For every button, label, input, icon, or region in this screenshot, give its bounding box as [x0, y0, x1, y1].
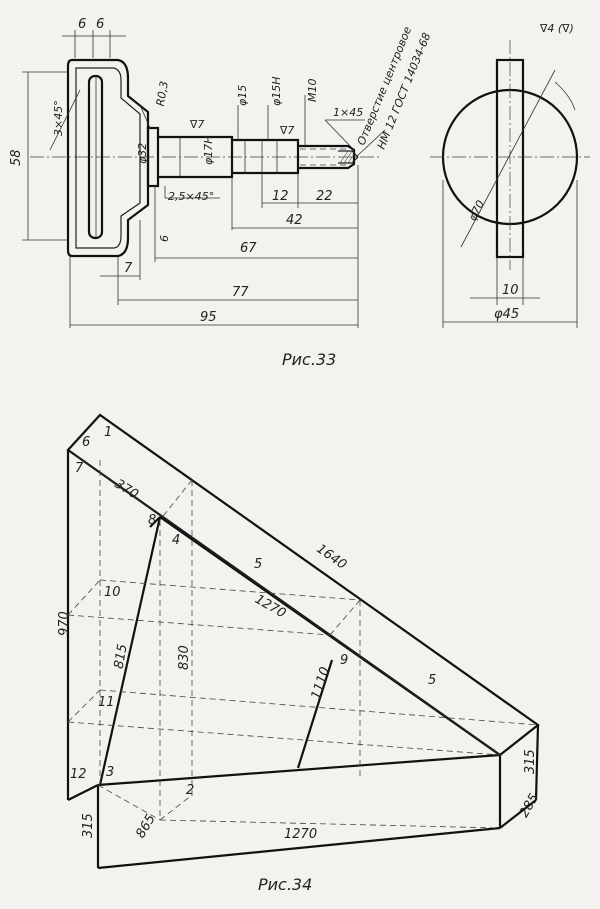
dim-phi17: φ17Н [202, 135, 215, 165]
dim-6a: 6 [78, 17, 86, 32]
dim-58: 58 [9, 149, 24, 166]
caption-fig34: Рис.34 [258, 875, 312, 894]
dim-chamfer-25: 2,5×45° [168, 190, 214, 203]
edge-9 [296, 659, 334, 769]
dim-phi15: φ15 [236, 85, 249, 106]
dim-m10: M10 [306, 79, 319, 103]
dim-7: 7 [124, 261, 133, 276]
dim-phi45: φ45 [494, 307, 519, 322]
dim-1640: 1640 [313, 541, 349, 572]
dim-22: 22 [316, 189, 333, 204]
dim-chamfer-3: 3×45° [52, 100, 65, 136]
point-6: 6 [82, 435, 90, 450]
dim-42: 42 [286, 213, 303, 228]
dim-1270a: 1270 [252, 592, 288, 622]
dim-865: 865 [133, 812, 158, 841]
edge-8-3 [98, 516, 162, 786]
dim-r3: R0,3 [154, 80, 171, 107]
point-4: 4 [172, 533, 180, 548]
dim-315a: 315 [81, 813, 96, 838]
collar [146, 126, 160, 188]
surface-mark-2: ∇7 [279, 124, 294, 137]
point-11: 11 [98, 695, 115, 710]
figure-33: 6 6 58 3×45° R0,3 φ32 φ17Н φ15 φ15Н M10 … [9, 17, 590, 369]
dim-285: 285 [517, 791, 542, 820]
dim-1270b: 1270 [284, 827, 317, 842]
dim-phi15h: φ15Н [270, 76, 283, 106]
roughness-mark: ∇4 (∇) [539, 22, 574, 35]
dim-phi32: φ32 [136, 143, 149, 164]
shaft-d17 [158, 135, 234, 179]
point-9: 9 [340, 653, 348, 668]
dim-6c: 6 [158, 235, 171, 242]
caption-fig33: Рис.33 [282, 350, 336, 369]
dim-95: 95 [200, 310, 217, 325]
phi70-leader [460, 69, 556, 248]
point-7: 7 [75, 461, 84, 476]
dim-1110: 1110 [309, 665, 333, 701]
center-hole [338, 150, 359, 164]
point-2: 2 [186, 783, 194, 798]
handle-outline [66, 58, 150, 258]
dim-6b: 6 [96, 17, 104, 32]
dim-chamfer-1: 1×45 [333, 106, 363, 119]
threaded-end [298, 144, 356, 170]
dim-67: 67 [240, 241, 257, 256]
dim-815: 815 [112, 643, 131, 670]
dim-77: 77 [232, 285, 249, 300]
point-5b: 5 [428, 673, 436, 688]
top-face [66, 413, 540, 757]
point-3: 3 [106, 765, 114, 780]
dim-970: 970 [57, 611, 72, 636]
handle-slot [87, 74, 104, 240]
dim-830: 830 [177, 645, 192, 670]
dim-315b: 315 [523, 749, 538, 774]
handle-inner-outline [75, 67, 141, 249]
point-8: 8 [148, 513, 156, 528]
point-5a: 5 [254, 557, 262, 572]
point-12: 12 [70, 767, 87, 782]
dim-12: 12 [272, 189, 289, 204]
shaft-d15 [232, 138, 300, 175]
figure-34: 6 1 7 8 4 10 11 12 3 2 9 5 5 370 1640 12… [57, 413, 542, 894]
point-1: 1 [104, 425, 112, 440]
dim-10: 10 [502, 283, 519, 298]
surface-mark-1: ∇7 [189, 118, 204, 131]
point-10: 10 [104, 585, 121, 600]
